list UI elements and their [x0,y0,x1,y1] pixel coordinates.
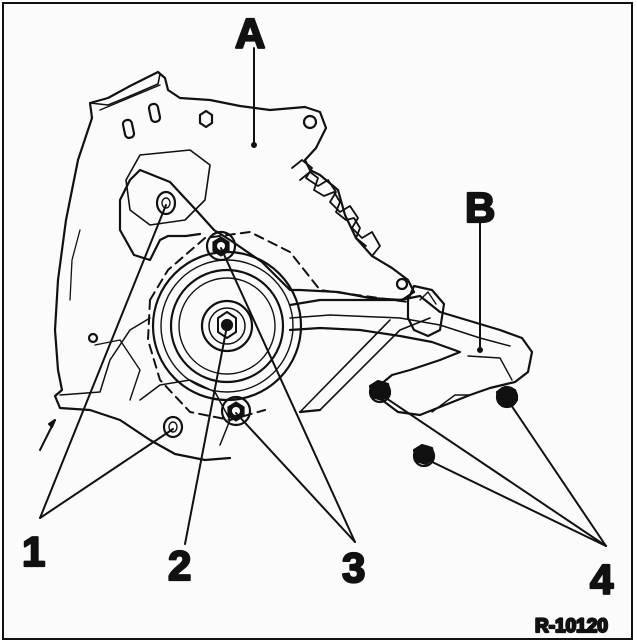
reference-code: R-10120 [535,616,608,637]
callout-1: 1 [22,528,45,575]
callout-4: 4 [590,556,614,603]
callout-2: 2 [168,542,191,589]
bolt-lower [220,395,252,427]
callout-3: 3 [342,544,365,591]
callout-a: A [235,10,265,57]
mount-hole-lower [162,415,184,439]
bolt-b-bottom [412,443,436,468]
bolt-upper [205,230,237,262]
bolt-b-left [368,379,392,404]
bracket-a [53,70,416,462]
leader-lines [39,47,607,547]
zigzag-edge [291,159,381,257]
bracket-b [288,284,534,417]
mount-hole-upper [155,190,177,216]
callout-b: B [465,184,495,231]
bolt-b-right [495,385,519,409]
